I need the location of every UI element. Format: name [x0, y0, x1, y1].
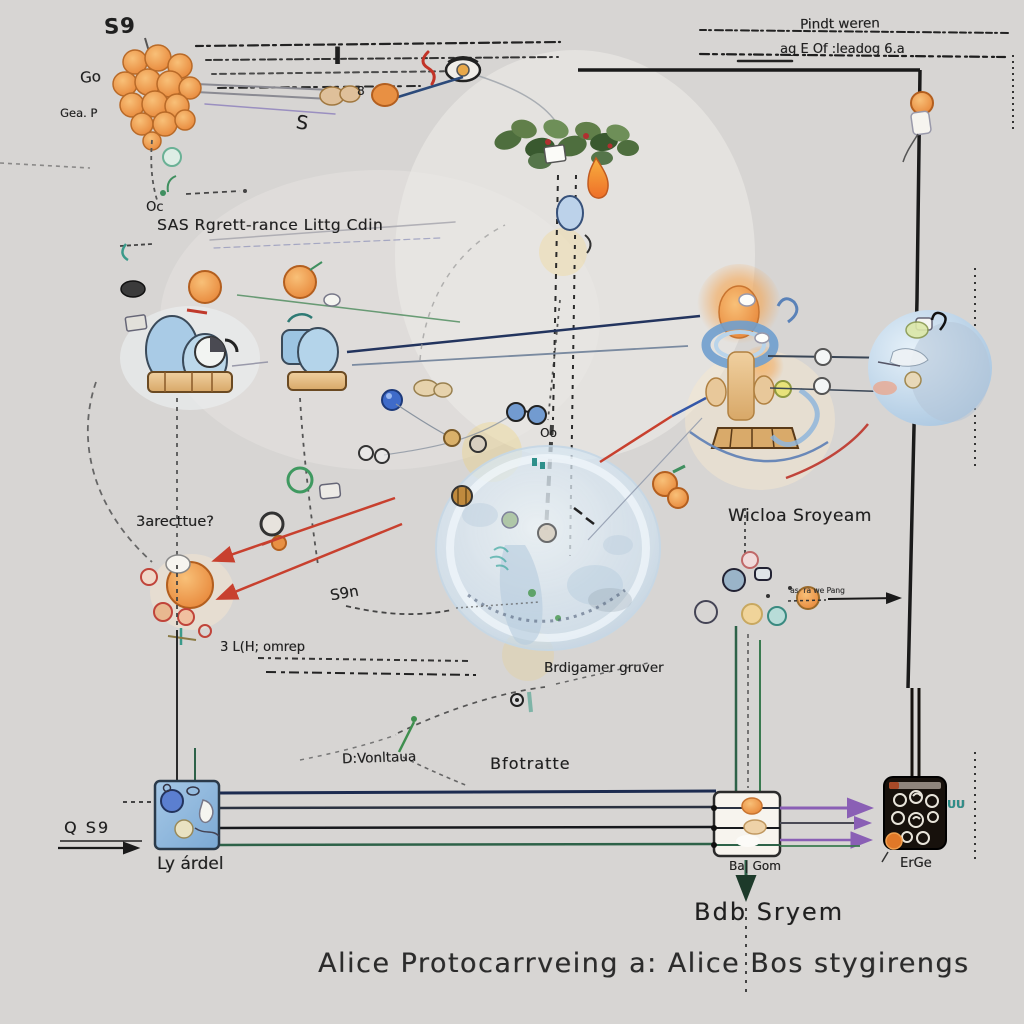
label-divonioa: D:Vonltaua	[341, 748, 417, 768]
sphere-icon	[868, 91, 992, 426]
device-icon	[881, 688, 947, 863]
egg-icon	[556, 195, 584, 231]
label-s9-top: S9	[103, 13, 137, 39]
sunglasses-icon	[358, 379, 547, 507]
label-q-s9: Q S9	[64, 818, 111, 837]
label-erge: ErGe	[900, 856, 932, 871]
label-sas: SAS Rgrett-rance Littg Cdin	[157, 216, 384, 234]
inbox-box-icon	[153, 779, 221, 851]
label-eight-glyph: 8	[357, 84, 365, 98]
grapes-cluster-icon	[112, 37, 202, 151]
sprout-glyphs	[0, 139, 247, 262]
caption: Alice Protocarrveing a: Alice Bos stygir…	[318, 948, 970, 979]
globe-bubble-icon	[419, 224, 707, 651]
label-oc-glyph: Oc	[146, 200, 164, 215]
label-top-right-1: Pindt weren	[799, 15, 880, 33]
left-curve-glyphs	[86, 381, 342, 563]
eye-icon	[319, 56, 557, 123]
label-gsa-top: Gea. P	[60, 106, 98, 120]
flame-icon	[587, 156, 609, 199]
label-wlicoa: Wicloa Sroyeam	[728, 506, 872, 526]
relay-box-icon	[711, 790, 874, 995]
label-bidwmar: Brdigamer gruver	[544, 660, 664, 676]
label-go-top: Go	[79, 67, 102, 87]
totem-icon	[587, 264, 903, 541]
label-aperter: 3arecttue?	[136, 514, 214, 530]
label-uu-glyph: UU	[947, 798, 965, 811]
label-ly-aded: Ly árdel	[157, 854, 224, 874]
label-oo-glyph: Oo	[540, 426, 557, 440]
label-bdo-sryem: Bdb Sryem	[694, 898, 845, 926]
label-arrow-text: as· ra we Pang	[790, 586, 845, 595]
label-top-right-2: ag E Of :leadog 6.a	[780, 42, 905, 57]
label-lidrew: 3 L(H; omrep	[220, 640, 305, 655]
wreath-icon	[494, 119, 639, 557]
bottom-bus	[58, 630, 717, 855]
label-bivorate: Bfotratte	[490, 754, 571, 773]
label-ba-gom: Ba| Gom	[729, 859, 781, 873]
top-dashed-band	[194, 29, 1009, 249]
machine-b-icon	[176, 261, 701, 566]
flask-icon	[140, 496, 403, 645]
right-cluster	[694, 508, 902, 793]
mid-dashes	[257, 601, 649, 787]
label-i-glyph: I	[333, 42, 342, 70]
machine-a-icon	[120, 270, 239, 393]
